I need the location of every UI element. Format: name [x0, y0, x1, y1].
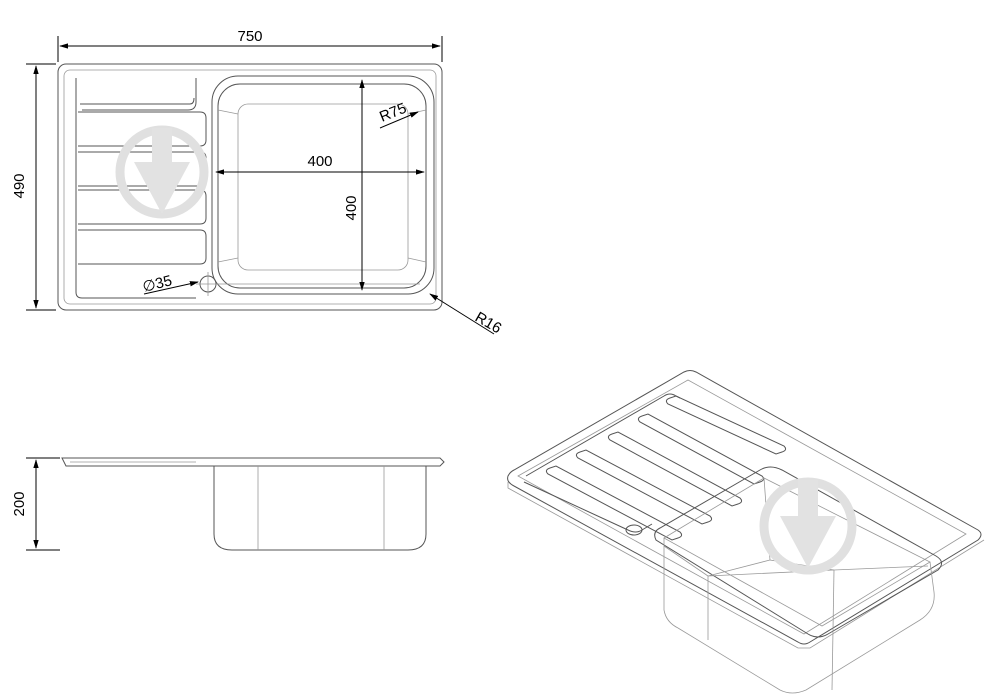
iso-drainboard-grooves: [523, 393, 787, 541]
side-view: 200: [11, 457, 445, 551]
down-arrow-logo-icon: [115, 125, 209, 219]
height-dimension: 490: [11, 63, 56, 311]
bowl-width-dimension: 400: [215, 153, 425, 175]
iso-drain-hole: [625, 524, 643, 536]
width-dimension: 750: [57, 28, 443, 62]
drainboard-grooves: [75, 78, 207, 299]
isometric-view: [507, 370, 985, 694]
bowl-top: [211, 75, 435, 295]
bowl-width-label: 400: [307, 153, 332, 170]
height-label: 490: [11, 173, 28, 198]
drain-diameter-label: ∅35: [141, 272, 174, 296]
sink-outline: [57, 63, 443, 311]
iso-down-arrow-logo-icon: [759, 477, 857, 575]
drain-hole: [196, 272, 420, 296]
outer-radius-callout: R16: [429, 293, 504, 337]
corner-radius-label: R75: [377, 100, 409, 126]
bowl-height-dimension: 400: [343, 79, 365, 291]
top-view: 750 490 400 400 R75 R16: [11, 28, 504, 337]
outer-radius-label: R16: [472, 309, 504, 337]
depth-label: 200: [11, 491, 28, 516]
sink-inner-rim: [63, 69, 437, 305]
drain-diameter-callout: ∅35: [141, 272, 199, 296]
bowl-height-label: 400: [343, 195, 360, 220]
depth-dimension: 200: [11, 457, 60, 551]
width-label: 750: [237, 28, 262, 45]
